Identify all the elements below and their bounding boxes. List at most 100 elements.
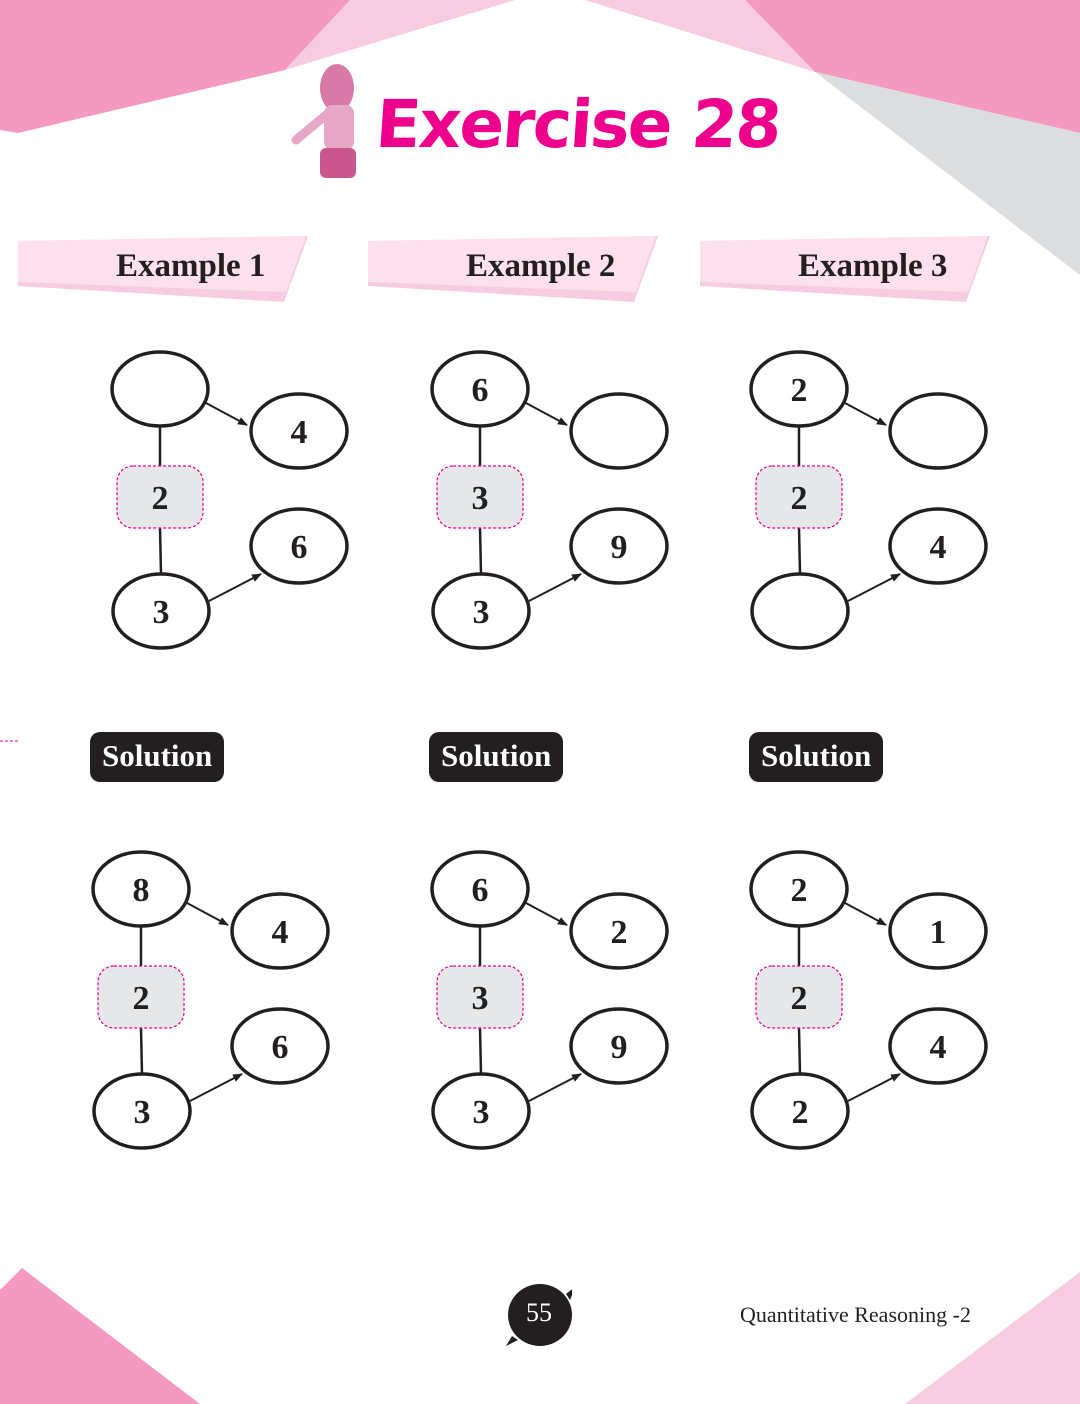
page-title: Exercise 28 [373,86,783,163]
solution-2-label: Solution [429,732,564,782]
number-node [888,1007,988,1085]
example-2-header: Example 2 [368,236,658,302]
node-value: 4 [930,1029,947,1066]
number-node [110,350,210,428]
corner-shape [0,0,350,133]
solution-3-label: Solution [749,732,884,782]
number-node [749,350,849,428]
number-node [230,892,330,970]
arrow [847,1073,901,1102]
middle-box [97,965,185,1029]
example-label: Example 1 [116,248,266,284]
arrow [844,402,887,426]
middle-value: 2 [791,980,808,1017]
node-value: 4 [272,914,289,951]
number-node [888,392,988,470]
corner-shape [585,0,815,72]
label-banner [368,236,658,302]
example-diagram: 6 3 3 9 [430,350,669,650]
number-node [569,507,669,585]
number-node [92,1072,192,1150]
page-number: 55 [526,1298,552,1327]
number-node [249,392,349,470]
number-node [91,850,191,928]
corner-shape [905,1272,1080,1404]
number-node [230,1007,330,1085]
number-node [888,892,988,970]
arrow [528,1073,582,1102]
node-value: 2 [611,914,628,951]
number-node [430,850,530,928]
connector-line [797,1027,802,1075]
example-1-header: Example 1 [18,236,308,302]
node-value: 2 [791,372,808,409]
corner-shape [745,0,1080,133]
mascot-illustration [291,64,356,178]
node-value: 1 [930,914,947,951]
example-label: Example 3 [798,248,948,284]
page-number-badge: 55 [506,1284,572,1346]
middle-box [436,965,524,1029]
middle-value: 2 [133,980,150,1017]
node-value: 9 [611,1029,628,1066]
number-node [430,350,530,428]
number-node [431,572,531,650]
number-node [750,572,850,650]
node-value: 9 [611,529,628,566]
middle-value: 3 [472,480,489,517]
connector-line [797,527,802,575]
arrow [525,402,568,426]
number-node [569,392,669,470]
node-value: 8 [133,872,150,909]
node-value: 2 [792,1094,809,1131]
middle-box [436,465,524,529]
arrow [847,573,901,602]
corner-shape [0,1268,200,1404]
middle-box [755,965,843,1029]
node-value: 2 [791,872,808,909]
label-banner [18,236,308,302]
solution-diagram: 2 1 2 2 4 [749,850,988,1150]
arrow [208,573,262,602]
node-value: 4 [291,414,308,451]
middle-value: 2 [791,480,808,517]
solution-1-label: Solution [90,732,225,782]
arrow [525,902,568,926]
connector-line [478,527,483,575]
arrow [189,1073,243,1102]
number-node [888,507,988,585]
node-value: 6 [272,1029,289,1066]
arrow [528,573,582,602]
node-value: 3 [153,594,170,631]
number-node [431,1072,531,1150]
number-node [569,1007,669,1085]
node-value: 3 [473,1094,490,1131]
label-banner [700,236,990,302]
corner-shape [285,0,515,70]
node-value: 6 [472,872,489,909]
middle-box [755,465,843,529]
arrow [844,902,887,926]
node-value: 6 [291,529,308,566]
example-diagram: 224 [749,350,988,650]
number-node [249,507,349,585]
number-node [569,892,669,970]
middle-value: 2 [152,480,169,517]
corner-shape [815,72,1080,275]
middle-box [116,465,204,529]
book-title: Quantitative Reasoning -2 [740,1302,971,1327]
number-node [749,850,849,928]
arrow [205,402,248,426]
number-node [111,572,211,650]
node-value: 3 [134,1094,151,1131]
connector-line [478,1027,483,1075]
solution-diagram: 8 4 2 3 6 [91,850,330,1150]
number-node [750,1072,850,1150]
node-value: 6 [472,372,489,409]
example-diagram: 4 2 3 6 [110,350,349,650]
node-value: 3 [473,594,490,631]
example-3-header: Example 3 [700,236,990,302]
